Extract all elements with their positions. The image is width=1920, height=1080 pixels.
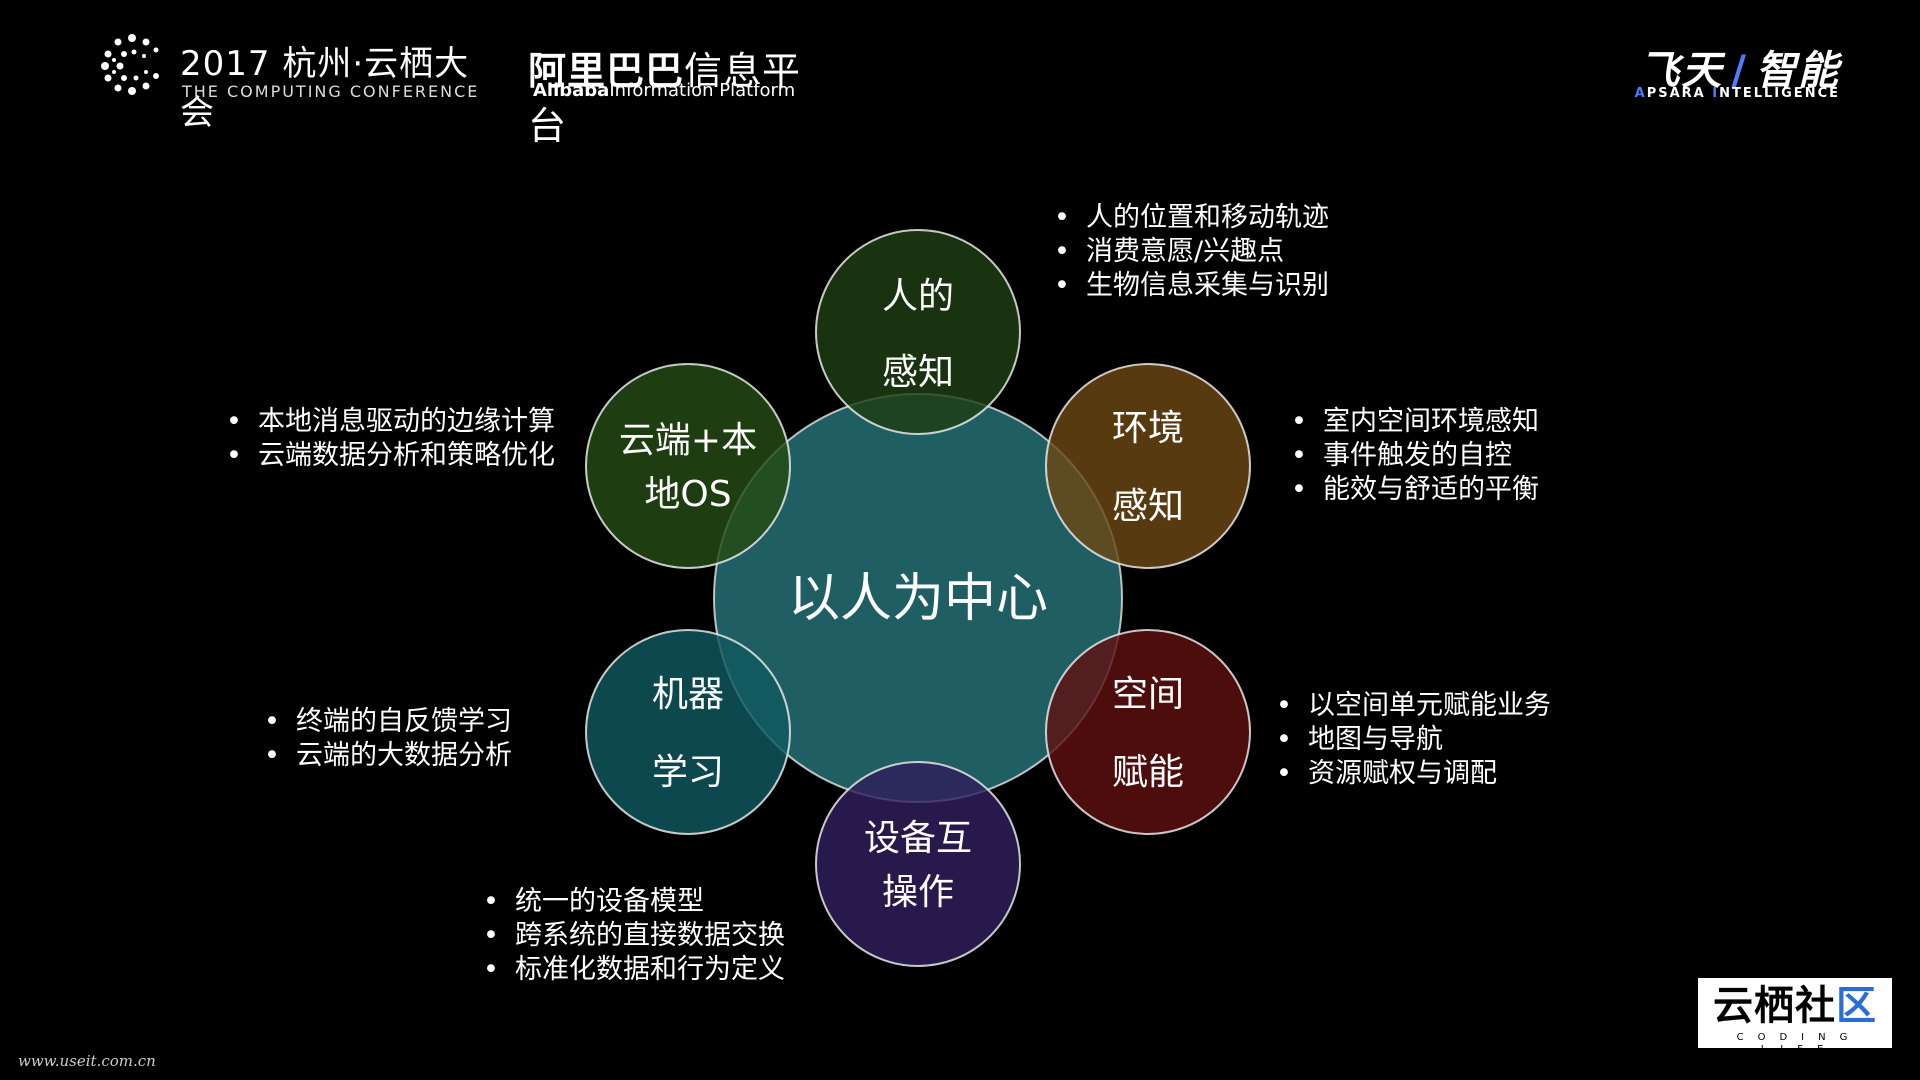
bullet-item: 人的位置和移动轨迹 (1050, 201, 1329, 235)
node-space: 空间 赋能 (1045, 629, 1251, 835)
community-cn-right: 区 (1836, 983, 1877, 1029)
apsara-en-psara: PSARA (1646, 86, 1713, 101)
center-label: 以人为中心 (788, 569, 1048, 629)
bullet-item: 统一的设备模型 (479, 885, 785, 919)
header: 2017 杭州·云栖大会 THE COMPUTING CONFERENCE 阿里… (0, 0, 1920, 148)
apsara-en-name: APSARA INTELLIGENCE (1635, 86, 1840, 101)
apsara-slash: / (1731, 48, 1748, 94)
node-person-label-1: 人的 (882, 276, 954, 317)
node-cloud-circle (585, 363, 791, 569)
alibaba-logo: 阿里巴巴信息平台 AlibabaInformation Platform (528, 40, 818, 148)
node-ml-label-2: 学习 (652, 752, 724, 793)
bullet-item: 终端的自反馈学习 (260, 705, 512, 739)
conference-subtitle: THE COMPUTING CONFERENCE (182, 82, 480, 101)
bullet-item: 地图与导航 (1272, 723, 1551, 757)
bullets-space: 以空间单元赋能业务 地图与导航 资源赋权与调配 (1272, 689, 1551, 791)
node-space-circle (1045, 629, 1251, 835)
bullet-item: 事件触发的自控 (1287, 439, 1539, 473)
node-cloud-label-1: 云端+本 (619, 420, 757, 461)
node-cloud: 云端+本 地OS (585, 363, 791, 569)
node-ml-circle (585, 629, 791, 835)
node-cloud-label-2: 地OS (644, 474, 731, 515)
apsara-cn-right: 智能 (1756, 48, 1840, 94)
node-environment-label-1: 环境 (1112, 408, 1184, 449)
bullet-item: 生物信息采集与识别 (1050, 269, 1329, 303)
watermark: www.useit.com.cn (18, 1052, 156, 1070)
bullet-item: 云端的大数据分析 (260, 739, 512, 773)
node-device-label-1: 设备互 (864, 818, 972, 859)
bullet-item: 以空间单元赋能业务 (1272, 689, 1551, 723)
apsara-en-i: I (1712, 86, 1720, 101)
alibaba-cn-name: 阿里巴巴信息平台 (528, 40, 818, 150)
conference-title: 2017 杭州·云栖大会 (180, 44, 470, 133)
node-environment: 环境 感知 (1045, 363, 1251, 569)
bullet-item: 本地消息驱动的边缘计算 (222, 405, 555, 439)
apsara-en-a: A (1634, 86, 1647, 101)
community-cn-name: 云栖社区 (1698, 980, 1892, 1032)
bullet-item: 消费意愿/兴趣点 (1050, 235, 1329, 269)
node-device-circle (815, 761, 1021, 967)
node-space-label-1: 空间 (1112, 674, 1184, 715)
alibaba-cn-light: 信息平台 (528, 49, 802, 148)
apsara-en-ntelligence: NTELLIGENCE (1719, 86, 1840, 101)
bullets-device: 统一的设备模型 跨系统的直接数据交换 标准化数据和行为定义 (479, 885, 785, 987)
alibaba-en-name: AlibabaInformation Platform (533, 80, 795, 101)
node-device: 设备互 操作 (815, 761, 1021, 967)
node-space-label-2: 赋能 (1112, 752, 1184, 793)
bullet-item: 能效与舒适的平衡 (1287, 473, 1539, 507)
bullet-item: 跨系统的直接数据交换 (479, 919, 785, 953)
node-ml-label-1: 机器 (652, 674, 724, 715)
node-person: 人的 感知 (815, 229, 1021, 435)
apsara-cn-name: 飞天/智能 (1639, 38, 1840, 96)
conference-logo: 2017 杭州·云栖大会 THE COMPUTING CONFERENCE (100, 32, 480, 133)
alibaba-cn-bold: 阿里巴巴 (528, 49, 685, 93)
bullets-environment: 室内空间环境感知 事件触发的自控 能效与舒适的平衡 (1287, 405, 1539, 507)
apsara-logo: 飞天/智能 APSARA INTELLIGENCE (1610, 38, 1840, 108)
bullets-person: 人的位置和移动轨迹 消费意愿/兴趣点 生物信息采集与识别 (1050, 201, 1329, 303)
node-ml: 机器 学习 (585, 629, 791, 835)
bullets-ml: 终端的自反馈学习 云端的大数据分析 (260, 705, 512, 773)
bullet-item: 标准化数据和行为定义 (479, 953, 785, 987)
bullets-cloud: 本地消息驱动的边缘计算 云端数据分析和策略优化 (222, 405, 555, 473)
bullet-item: 资源赋权与调配 (1272, 757, 1551, 791)
node-environment-label-2: 感知 (1112, 486, 1184, 527)
conference-dots-icon (101, 34, 159, 95)
apsara-cn-left: 飞天 (1639, 48, 1724, 94)
community-en-name: CODING LIFE (1736, 1032, 1862, 1055)
alibaba-en-bold: Alibaba (533, 80, 610, 101)
community-logo: 云栖社区 CODING LIFE (1698, 978, 1892, 1055)
bullet-item: 室内空间环境感知 (1287, 405, 1539, 439)
node-person-label-2: 感知 (882, 352, 954, 393)
node-device-label-2: 操作 (882, 872, 954, 913)
bullet-item: 云端数据分析和策略优化 (222, 439, 555, 473)
community-cn-left: 云栖社 (1713, 983, 1836, 1029)
node-environment-circle (1045, 363, 1251, 569)
node-person-circle (815, 229, 1021, 435)
alibaba-en-light: Information Platform (609, 80, 796, 101)
